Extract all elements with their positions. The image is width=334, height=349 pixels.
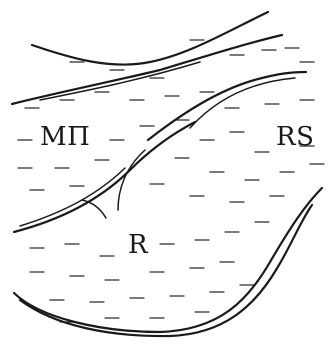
middle-band-inner-line — [190, 78, 295, 128]
label-rs: RS — [276, 124, 314, 150]
hatching — [18, 40, 324, 322]
middle-band-second-line — [20, 168, 125, 226]
label-mp: МП — [40, 124, 90, 150]
top-boundary-line — [32, 12, 268, 65]
label-r: R — [128, 232, 148, 258]
lower-boundary-inner — [20, 205, 312, 336]
upper-layer-line-1 — [12, 35, 282, 104]
upper-layer-line-2 — [40, 62, 200, 100]
lower-boundary-outer — [14, 188, 322, 332]
